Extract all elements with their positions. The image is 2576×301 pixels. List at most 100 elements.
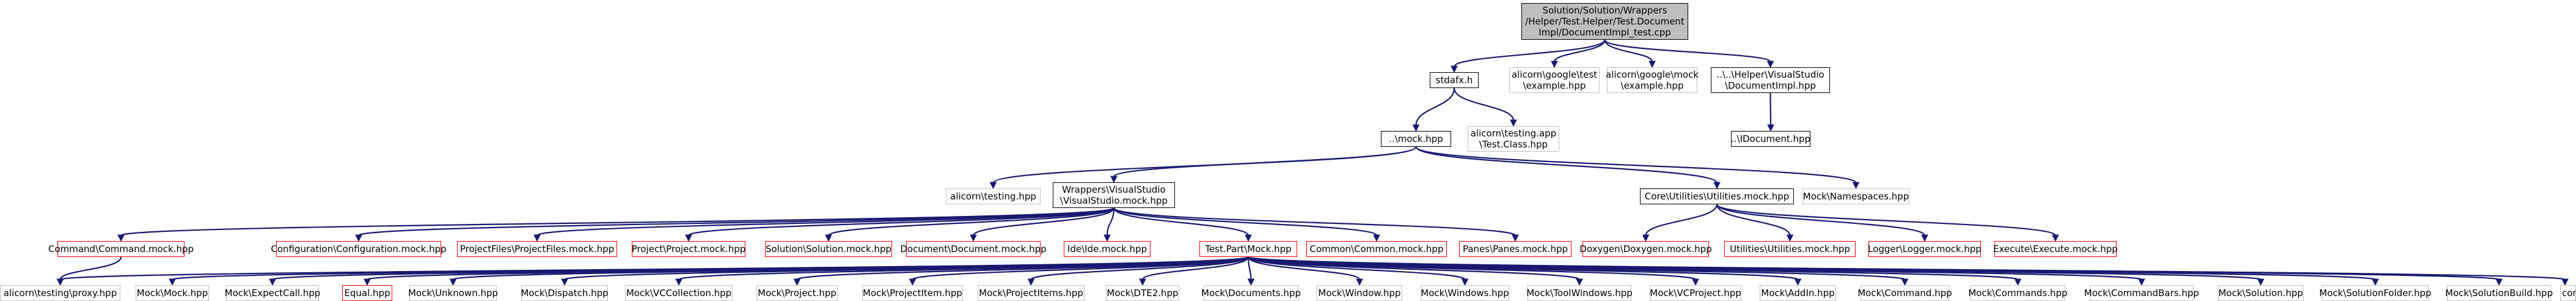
node-label: Mock\Windows.hpp [1421,288,1509,299]
node-utilities[interactable]: Utilities\Utilities.mock.hpp [1724,241,1856,257]
edge-testpart-to-m_projitems [1030,256,1250,281]
node-m_toolwin[interactable]: Mock\ToolWindows.hpp [1526,285,1633,301]
node-equal[interactable]: Equal.hpp [342,285,392,301]
node-testinghpp[interactable]: alicorn\testing.hpp [946,188,1041,204]
node-label: ..\IDocument.hpp [1730,133,1811,144]
node-label: Mock\SolutionBuild.hpp [2445,288,2553,299]
edge-arrowhead [1576,278,1583,286]
node-label: Mock\Documents.hpp [1201,288,1301,299]
node-comutil[interactable]: comutil.h [2560,285,2576,301]
edge-vsmock-to-command [120,207,1115,237]
node-m_projitems[interactable]: Mock\ProjectItems.hpp [978,285,1085,301]
node-label: Mock\Project.hpp [758,288,836,299]
node-label: Mock\Commands.hpp [1968,288,2068,299]
node-m_window[interactable]: Mock\Window.hpp [1317,285,1402,301]
node-label: Mock\VCCollection.hpp [626,288,732,299]
node-label: Mock\CommandBars.hpp [2084,288,2199,299]
node-gmock[interactable]: alicorn\google\mock \example.hpp [1606,67,1699,93]
node-label: alicorn\testing.hpp [950,191,1036,202]
node-configuration[interactable]: Configuration\Configuration.mock.hpp [271,241,447,257]
node-stdafx[interactable]: stdafx.h [1430,72,1479,88]
node-execute[interactable]: Execute\Execute.mock.hpp [1993,241,2118,257]
node-m_solfolder[interactable]: Mock\SolutionFolder.hpp [2319,285,2431,301]
node-solution[interactable]: Solution\Solution.mock.hpp [765,241,892,257]
node-m_expect[interactable]: Mock\ExpectCall.hpp [225,285,320,301]
node-m_solution[interactable]: Mock\Solution.hpp [2218,285,2303,301]
node-m_dte2[interactable]: Mock\DTE2.hpp [1106,285,1179,301]
edge-arrowhead [1767,124,1774,132]
node-label: Configuration\Configuration.mock.hpp [271,243,447,255]
node-ide[interactable]: Ide\Ide.mock.hpp [1064,241,1151,257]
node-label: Mock\DTE2.hpp [1107,288,1179,299]
edge-vsmock-to-common [1113,207,1378,237]
node-label: alicorn\testing.app \Test.Class.hpp [1470,128,1557,150]
edge-arrowhead [1692,278,1699,286]
node-projectfiles[interactable]: ProjectFiles\ProjectFiles.mock.hpp [457,241,617,257]
node-project[interactable]: Project\Project.mock.hpp [632,241,745,257]
node-mock[interactable]: ..\mock.hpp [1381,131,1451,147]
node-idocument[interactable]: ..\IDocument.hpp [1731,131,1810,147]
edge-arrowhead [1245,234,1252,242]
node-m_vcproj[interactable]: Mock\VCProject.hpp [1650,285,1741,301]
node-testpart[interactable]: Test.Part\Mock.hpp [1199,241,1297,257]
node-namespaces[interactable]: Mock\Namespaces.hpp [1802,188,1909,204]
node-m_commands[interactable]: Mock\Commands.hpp [1968,285,2068,301]
edge-arrowhead [2561,278,2569,286]
node-proxy[interactable]: alicorn\testing\proxy.hpp [0,285,120,301]
node-label: Mock\ProjectItems.hpp [979,288,1083,299]
edge-stdafx-to-testingapp [1453,87,1515,121]
node-label: Execute\Execute.mock.hpp [1993,243,2118,255]
node-label: Mock\ProjectItem.hpp [863,288,962,299]
edge-coreutil-to-doxygen [1645,204,1718,236]
edge-root-to-docimpl [1604,39,1771,63]
edge-arrowhead [355,234,362,242]
node-label: alicorn\google\test \example.hpp [1511,69,1598,91]
node-label: Solution\Solution.mock.hpp [765,243,892,255]
node-label: Panes\Panes.mock.hpp [1462,243,1568,255]
node-label: ..\mock.hpp [1389,133,1443,144]
edge-arrowhead [685,234,692,242]
edge-arrowhead [1110,176,1118,184]
edge-arrowhead [989,182,997,190]
edge-arrowhead [1551,61,1558,69]
node-label: Mock\VCProject.hpp [1650,288,1741,299]
node-coreutil[interactable]: Core\Utilities\Utilities.mock.hpp [1640,188,1794,204]
node-m_command[interactable]: Mock\Command.hpp [1857,285,1952,301]
node-m_project[interactable]: Mock\Project.hpp [756,285,838,301]
node-vsmock[interactable]: Wrappers\VisualStudio \VisualStudio.mock… [1053,182,1175,208]
node-label: Mock\Solution.hpp [2218,288,2303,299]
node-m_vccoll[interactable]: Mock\VCCollection.hpp [625,285,733,301]
node-doxygen[interactable]: Doxygen\Doxygen.mock.hpp [1579,241,1712,257]
node-root: Solution/Solution/Wrappers /Helper/Test.… [1521,3,1688,40]
node-m_documents[interactable]: Mock\Documents.hpp [1201,285,1301,301]
node-label: Mock\Unknown.hpp [408,288,499,299]
node-m_addin[interactable]: Mock\AddIn.hpp [1760,285,1836,301]
node-m_windows[interactable]: Mock\Windows.hpp [1421,285,1509,301]
edge-testpart-to-comutil [1247,256,2566,281]
edge-vsmock-to-document [972,207,1115,236]
edge-arrowhead [1247,278,1255,286]
node-label: Project\Project.mock.hpp [631,243,746,255]
node-document[interactable]: Document\Document.mock.hpp [900,241,1047,257]
node-m_cmdbars[interactable]: Mock\CommandBars.hpp [2084,285,2199,301]
node-m_solbuild[interactable]: Mock\SolutionBuild.hpp [2445,285,2553,301]
node-label: comutil.h [2562,288,2576,299]
node-gtest[interactable]: alicorn\google\test \example.hpp [1509,67,1600,93]
edge-vsmock-to-solution [827,207,1115,237]
node-common[interactable]: Common\Common.mock.hpp [1306,241,1447,257]
node-m_mock[interactable]: Mock\Mock.hpp [136,285,209,301]
node-logger[interactable]: Logger\Logger.mock.hpp [1868,241,1981,257]
node-label: Command\Command.mock.hpp [48,243,194,255]
edge-arrowhead [1510,119,1517,127]
node-m_unknown[interactable]: Mock\Unknown.hpp [408,285,499,301]
node-command[interactable]: Command\Command.mock.hpp [48,241,194,257]
node-testingapp[interactable]: alicorn\testing.app \Test.Class.hpp [1468,126,1559,152]
node-m_projitem[interactable]: Mock\ProjectItem.hpp [862,285,963,301]
edge-coreutil-to-utilities [1716,204,1791,236]
node-label: Mock\ToolWindows.hpp [1526,288,1633,299]
node-docimpl[interactable]: ..\..\Helper\VisualStudio \DocumentImpl.… [1711,67,1830,93]
node-panes[interactable]: Panes\Panes.mock.hpp [1459,241,1572,257]
edge-arrowhead [2014,278,2022,286]
node-m_dispatch[interactable]: Mock\Dispatch.hpp [521,285,609,301]
